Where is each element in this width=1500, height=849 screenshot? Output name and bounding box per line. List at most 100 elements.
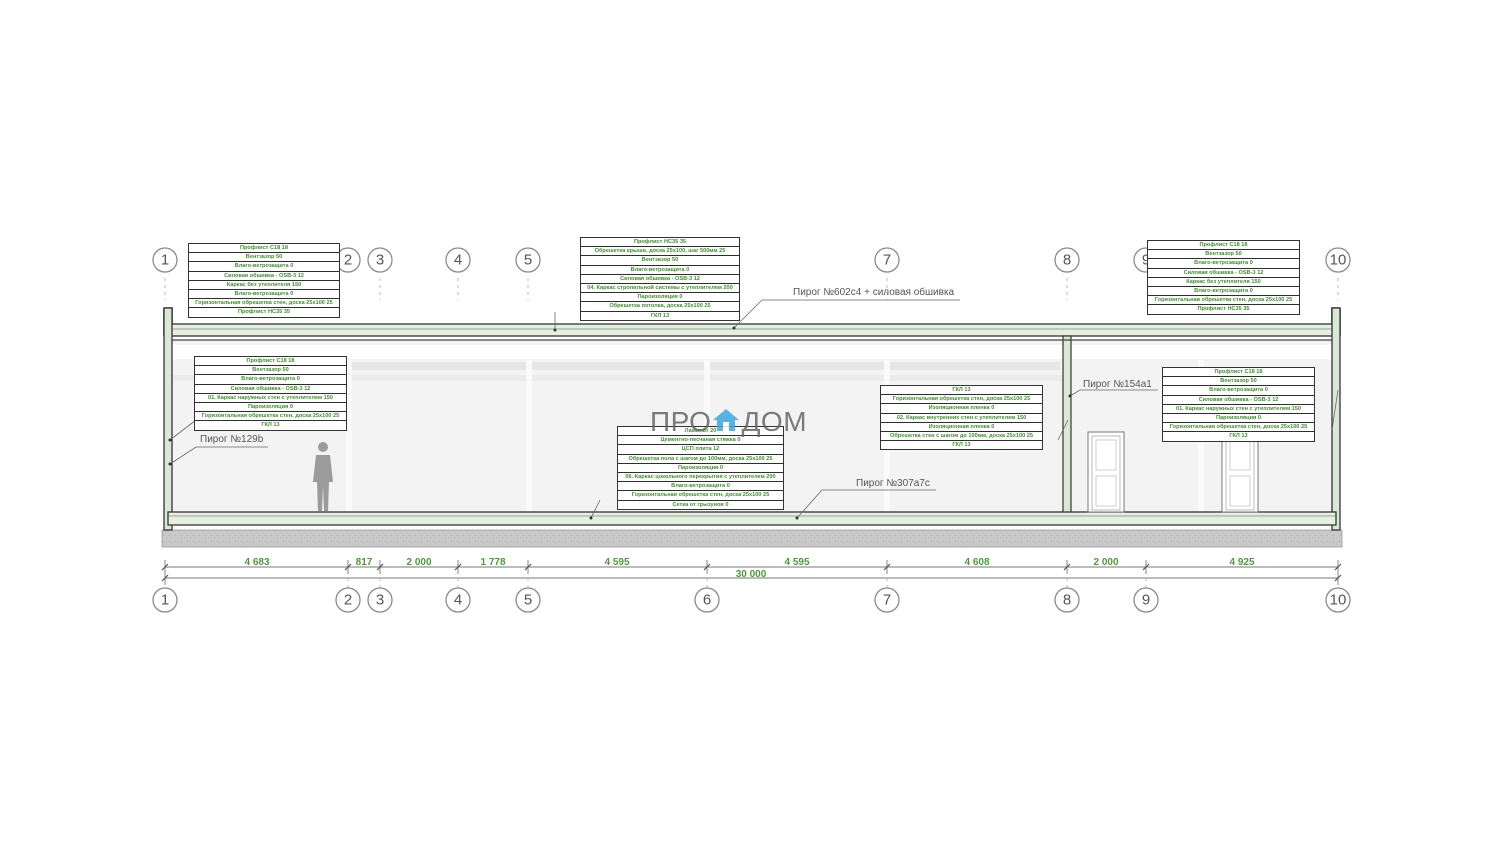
legend-row: 04. Каркас стропильной системы с утеплит… [581, 284, 739, 294]
bottom-axis-guides [347, 578, 1147, 588]
legend-row: Каркас без утеплителя 150 [1148, 278, 1299, 287]
legend-row: Вентзазор 50 [189, 253, 339, 263]
legend-row: 01. Каркас наружных стен с утеплителем 1… [1163, 405, 1314, 414]
person-silhouette-icon [313, 442, 333, 511]
legend-row: ГКЛ 13 [952, 442, 971, 449]
axis-marker-bottom-2: 2 [335, 587, 361, 613]
axis-marker-bottom-4: 4 [445, 587, 471, 613]
legend-row: Изоляционная пленка 0 [881, 404, 1042, 414]
wall-right [1331, 307, 1341, 531]
legend-row: Горизонтальная обрешетка стен, доска 25х… [1163, 423, 1314, 433]
door-right [1221, 431, 1259, 513]
wall-partition [1062, 335, 1072, 517]
ground-base [161, 529, 1343, 548]
svg-text:1: 1 [161, 592, 169, 609]
legend-row: Изоляционная пленка 0 [881, 423, 1042, 432]
legend-row: Профлист НС35 35 [237, 309, 291, 316]
legend-row: Влаго-ветрозащита 0 [1163, 386, 1314, 396]
svg-text:2: 2 [344, 592, 352, 609]
legend-row: ГКЛ 13 [261, 422, 280, 429]
dim-8-9: 2 000 [1093, 557, 1118, 568]
wall-left [163, 307, 173, 531]
legend-row: Обрешетка пола с шагом до 100мм, доска 2… [618, 455, 783, 464]
legend-row: 02. Каркас внутренних стен с утеплителем… [881, 414, 1042, 423]
legend-row: Профлист НС35 35 [581, 238, 739, 248]
svg-text:4: 4 [454, 252, 462, 269]
floor-slab [167, 511, 1337, 526]
legend-wall-top-right: Профлист С18 18 Вентзазор 50 Влаго-ветро… [1147, 240, 1300, 315]
axis-marker-top-7: 7 [874, 247, 900, 273]
dim-6-7: 4 595 [784, 557, 809, 568]
legend-row: Влаго-ветрозащита 0 [1148, 287, 1299, 297]
legend-row: Вентзазор 50 [1148, 250, 1299, 260]
legend-wall-top-left: Профлист С18 18 Вентзазор 50 Влаго-ветро… [188, 243, 340, 318]
dim-3-4: 2 000 [406, 557, 431, 568]
legend-row: Вентзазор 50 [581, 256, 739, 266]
axis-marker-bottom-7: 7 [874, 587, 900, 613]
callout-roof: Пирог №602c4 + силовая обшивка [793, 287, 955, 298]
axis-marker-top-10: 10 [1325, 247, 1351, 273]
legend-row: Профлист НС35 35 [1197, 306, 1250, 313]
legend-row: Каркас без утеплителя 150 [189, 281, 339, 290]
axis-marker-bottom-8: 8 [1054, 587, 1080, 613]
legend-row: 06. Каркас цокольного перекрытия с утепл… [618, 473, 783, 483]
dimension-chain [164, 560, 1339, 585]
legend-roof: Профлист НС35 35 Обрешетка крыши, доска … [580, 237, 740, 321]
svg-text:7: 7 [883, 592, 891, 609]
legend-row: Профлист С18 18 [195, 357, 346, 367]
svg-text:4: 4 [454, 592, 462, 609]
legend-row: Вентзазор 50 [195, 366, 346, 376]
callout-floor: Пирог №307a7c [856, 478, 930, 489]
legend-row: Силовая обшивка - OSB-3 12 [1163, 396, 1314, 405]
legend-row: ЦСП плита 12 [618, 445, 783, 455]
dim-5-6: 4 595 [604, 557, 629, 568]
legend-row: Пароизоляция 0 [195, 403, 346, 413]
legend-row: Горизонтальная обрешетка стен, доска 25х… [1148, 296, 1299, 306]
legend-row: Силовая обшивка - OSB-3 12 [1148, 269, 1299, 278]
bottom-axis-markers: 1 2 3 4 5 6 7 8 9 10 [152, 587, 1351, 613]
legend-row: Ламинат 20 [618, 427, 783, 437]
roof-slab [167, 323, 1337, 337]
dim-total: 30 000 [736, 569, 767, 580]
legend-row: Профлист С18 18 [1148, 241, 1299, 251]
legend-row: Пароизоляция 0 [618, 464, 783, 473]
legend-row: Профлист С18 18 [1163, 368, 1314, 378]
legend-row: ГКЛ 13 [650, 312, 670, 319]
logo-text-right: ДОМ [741, 406, 808, 437]
axis-marker-bottom-10: 10 [1325, 587, 1351, 613]
legend-row: Вентзазор 50 [1163, 377, 1314, 387]
legend-row: Силовая обшивка - OSB-3 12 [189, 272, 339, 281]
door-left [1087, 431, 1125, 513]
legend-row: Обрешетка стен с шагом до 100мм, доска 2… [881, 432, 1042, 442]
dimension-ticks [161, 563, 1342, 582]
legend-row: Пароизоляция 0 [1163, 414, 1314, 424]
legend-partition: ГКЛ 13 Горизонтальная обрешетка стен, до… [880, 385, 1043, 451]
legend-row: Цементно-песчаная стяжка 0 [618, 436, 783, 446]
svg-text:10: 10 [1330, 252, 1347, 269]
dim-4-5: 1 778 [480, 557, 505, 568]
svg-text:5: 5 [524, 592, 532, 609]
axis-marker-bottom-6: 6 [694, 587, 720, 613]
callout-wall-left: Пирог №129b [200, 434, 264, 445]
axis-marker-top-1: 1 [152, 247, 178, 273]
svg-text:8: 8 [1063, 592, 1071, 609]
legend-row: Горизонтальная обрешетка стен, доска 25х… [881, 395, 1042, 405]
svg-text:1: 1 [161, 252, 169, 269]
axis-marker-top-3: 3 [367, 247, 393, 273]
svg-text:3: 3 [376, 252, 384, 269]
legend-row: Обрешетка крыши, доска 25х100, шаг 500мм… [581, 247, 739, 257]
legend-row: Горизонтальная обрешетка стен, доска 25x… [189, 299, 339, 309]
legend-row: Влаго-ветрозащита 0 [618, 482, 783, 492]
legend-row: Влаго-ветрозащита 0 [189, 262, 339, 272]
legend-row: Пароизоляция 0 [581, 293, 739, 303]
axis-marker-top-8: 8 [1054, 247, 1080, 273]
legend-row: Влаго-ветрозащита 0 [1148, 259, 1299, 269]
legend-row: ГКЛ 13 [881, 386, 1042, 396]
legend-row: Влаго-ветрозащита 0 [195, 375, 346, 385]
top-axis-markers: 1 2 3 4 5 7 8 9 10 [152, 247, 1351, 273]
legend-row: Профлист С18 18 [189, 244, 339, 254]
leader-lines [169, 299, 1339, 519]
svg-text:10: 10 [1330, 592, 1347, 609]
legend-row: Влаго-ветрозащита 0 [189, 290, 339, 300]
